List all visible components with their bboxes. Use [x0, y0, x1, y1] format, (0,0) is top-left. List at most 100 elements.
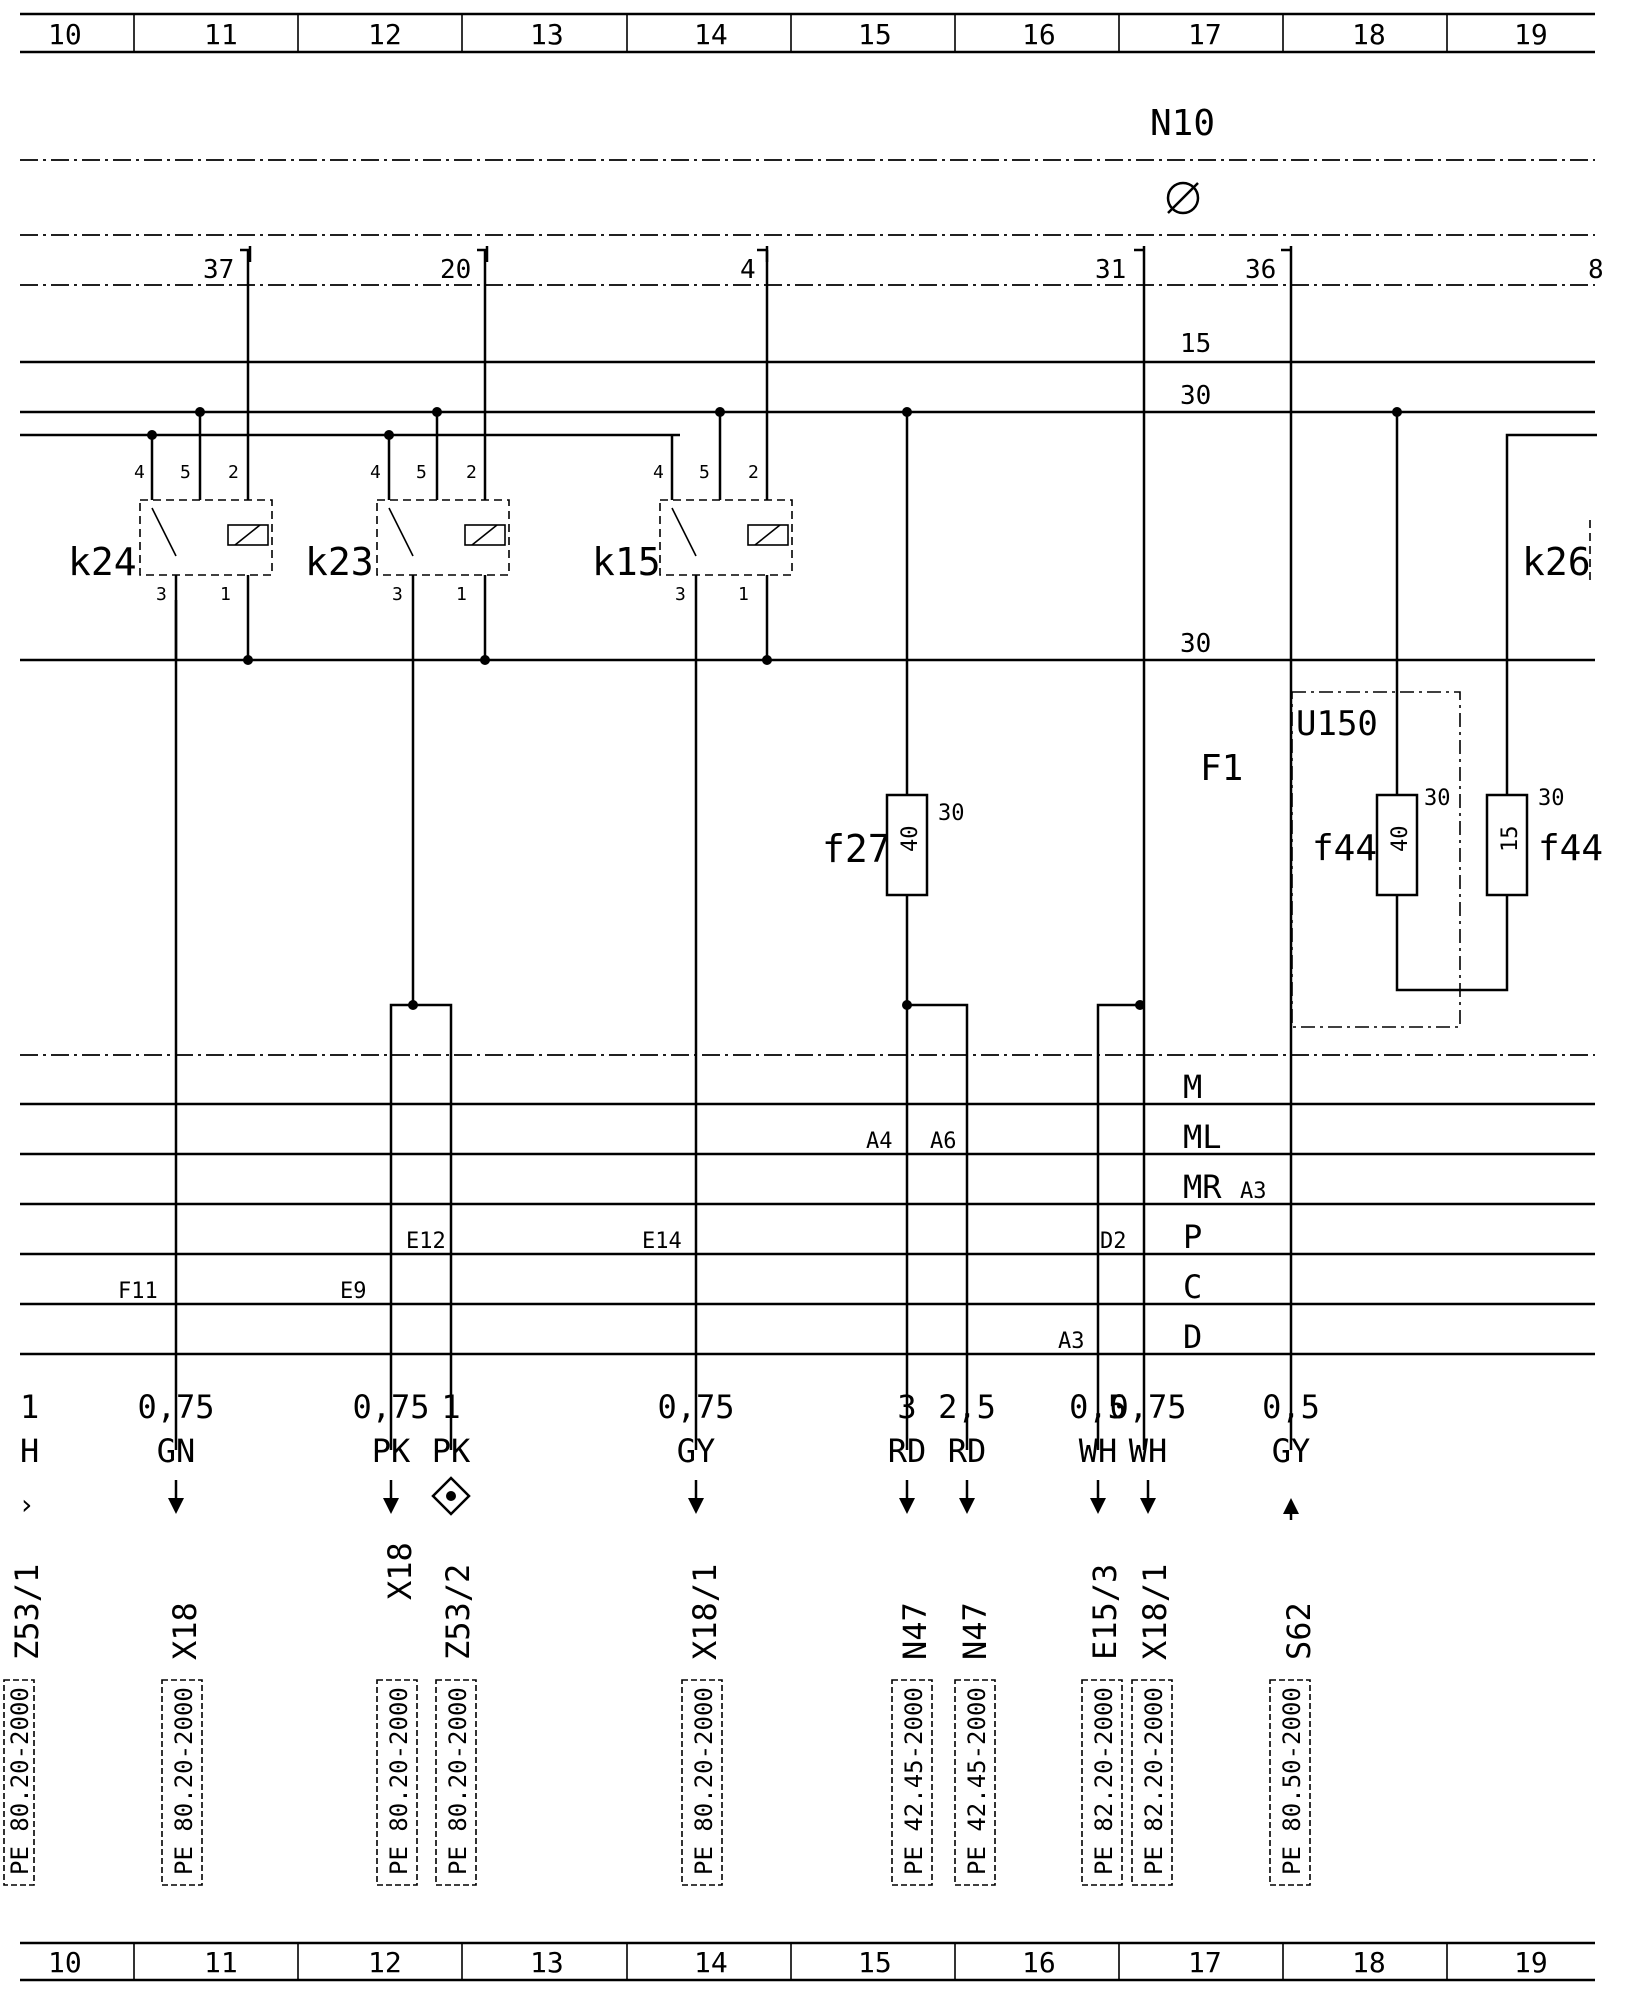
connector-e12: E12: [406, 1229, 446, 1254]
wire-w8: 0,75 WH: [1109, 1388, 1186, 1470]
wire-f27-path: [905, 412, 969, 1140]
svg-text:k15: k15: [592, 540, 661, 584]
arrow-down-icon: [899, 1498, 915, 1514]
reference-boxes: PE 80.20-2000 PE 80.20-2000 PE 80.20-200…: [3, 1679, 1311, 1886]
footer-col-12: 12: [368, 1946, 402, 1979]
fuse-f44-40: 40 f44 30: [1312, 786, 1451, 897]
header-col-14: 14: [694, 18, 728, 51]
relay-k15-wires: [670, 250, 769, 660]
connector-f11: F11: [118, 1279, 158, 1304]
wire-w6-size: 2,5: [938, 1388, 996, 1426]
arrow-edge-icon: ›: [18, 1488, 35, 1521]
wire-w3-color: PK: [432, 1432, 471, 1470]
svg-text:4: 4: [653, 462, 664, 483]
wire-w5: 3 RD: [888, 1388, 927, 1470]
header-col-11: 11: [204, 18, 238, 51]
footer-col-18: 18: [1352, 1946, 1386, 1979]
pin-4: 4: [740, 246, 769, 285]
relay-k26: k26: [1522, 520, 1591, 584]
bus-30-top-label: 30: [1180, 381, 1211, 411]
splice-diamond-icon: [431, 1476, 471, 1516]
arrow-down-icon: [1090, 1498, 1106, 1514]
ref-left: PE 80.20-2000: [6, 1687, 34, 1875]
ground-bus-M-label: M: [1183, 1068, 1202, 1106]
svg-text:5: 5: [699, 462, 710, 483]
svg-text:2: 2: [466, 462, 477, 483]
ref-w8: PE 82.20-2000: [1140, 1687, 1168, 1875]
wire-w6: 2,5 RD: [938, 1388, 996, 1470]
wire-w8-color: WH: [1129, 1432, 1168, 1470]
wire-w8-size: 0,75: [1109, 1388, 1186, 1426]
wire-w1-color: GN: [157, 1432, 196, 1470]
header-col-19: 19: [1514, 18, 1548, 51]
svg-text:3: 3: [392, 584, 403, 605]
footer-col-16: 16: [1022, 1946, 1056, 1979]
relay-k15: k15 4 5 2 3 1: [592, 462, 793, 605]
wire-w1: 0,75 GN: [137, 1388, 214, 1470]
bus-15-label: 15: [1180, 329, 1211, 359]
header-col-17: 17: [1188, 18, 1222, 51]
ref-w4: PE 80.20-2000: [690, 1687, 718, 1875]
wire-w6-color: RD: [948, 1432, 987, 1470]
wire-w9-color: GY: [1272, 1432, 1311, 1470]
dest-w4: X18/1: [686, 1564, 724, 1660]
footer-col-10: 10: [48, 1946, 82, 1979]
footer-column-bar: 10 11 12 13 14 15 16 17 18 19: [20, 1941, 1595, 1982]
wire-w5-color: RD: [888, 1432, 927, 1470]
svg-text:37: 37: [203, 255, 234, 285]
svg-text:30: 30: [938, 801, 965, 826]
connector-a3-mr: A3: [1240, 1179, 1267, 1204]
arrow-up-icon: [1283, 1498, 1299, 1514]
footer-col-13: 13: [530, 1946, 564, 1979]
bus-30-low-label: 30: [1180, 629, 1211, 659]
footer-col-17: 17: [1188, 1946, 1222, 1979]
svg-text:40: 40: [1388, 826, 1413, 853]
svg-text:20: 20: [440, 255, 471, 285]
ref-w5: PE 42.45-2000: [900, 1687, 928, 1875]
arrow-down-icon: [168, 1498, 184, 1514]
wire-w3: 1 PK: [432, 1388, 471, 1470]
wire-w2: 0,75 PK: [352, 1388, 429, 1470]
wire-k23-path: [389, 660, 453, 1275]
unit-symbol-icon: [1166, 181, 1200, 215]
header-col-18: 18: [1352, 18, 1386, 51]
dest-w7: E15/3: [1086, 1564, 1124, 1660]
wire-w1-size: 0,75: [137, 1388, 214, 1426]
footer-col-19: 19: [1514, 1946, 1548, 1979]
dest-w9: S62: [1280, 1602, 1318, 1660]
arrow-down-icon: [959, 1498, 975, 1514]
svg-text:1: 1: [456, 584, 467, 605]
arrow-down-icon: [1140, 1498, 1156, 1514]
wire-w4: 0,75 GY: [657, 1388, 734, 1470]
junction-dots: [147, 407, 1402, 1010]
header-col-13: 13: [530, 18, 564, 51]
wire-left-size: 1: [20, 1388, 39, 1426]
dest-w8: X18/1: [1136, 1564, 1174, 1660]
svg-text:5: 5: [180, 462, 191, 483]
svg-text:2: 2: [748, 462, 759, 483]
ref-w9: PE 80.50-2000: [1278, 1687, 1306, 1875]
footer-col-14: 14: [694, 1946, 728, 1979]
ref-w3: PE 80.20-2000: [444, 1687, 472, 1875]
svg-text:4: 4: [370, 462, 381, 483]
header-column-bar: 10 11 12 13 14 15 16 17 18 19: [20, 12, 1595, 54]
dest-w3: Z53/2: [439, 1564, 477, 1660]
footer-col-11: 11: [204, 1946, 238, 1979]
wire-w3-size: 1: [441, 1388, 460, 1426]
module-u150-label: U150: [1296, 704, 1378, 744]
svg-text:40: 40: [898, 826, 923, 853]
header-col-12: 12: [368, 18, 402, 51]
svg-text:1: 1: [738, 584, 749, 605]
connector-labels: A4 A6 A3 E12 E14 D2 F11 E9 A3: [118, 1129, 1267, 1354]
ground-bus-MR-label: MR: [1183, 1168, 1222, 1206]
wire-left-edge: 1 H: [20, 1388, 39, 1470]
pin-20: 20: [440, 246, 489, 285]
pin-36: 36: [1245, 246, 1293, 285]
ref-w1: PE 80.20-2000: [170, 1687, 198, 1875]
pin-31: 31: [1095, 246, 1146, 285]
svg-text:4: 4: [740, 255, 756, 285]
svg-text:k23: k23: [305, 540, 374, 584]
wire-verticals: [174, 1007, 1293, 1450]
svg-text:3: 3: [675, 584, 686, 605]
